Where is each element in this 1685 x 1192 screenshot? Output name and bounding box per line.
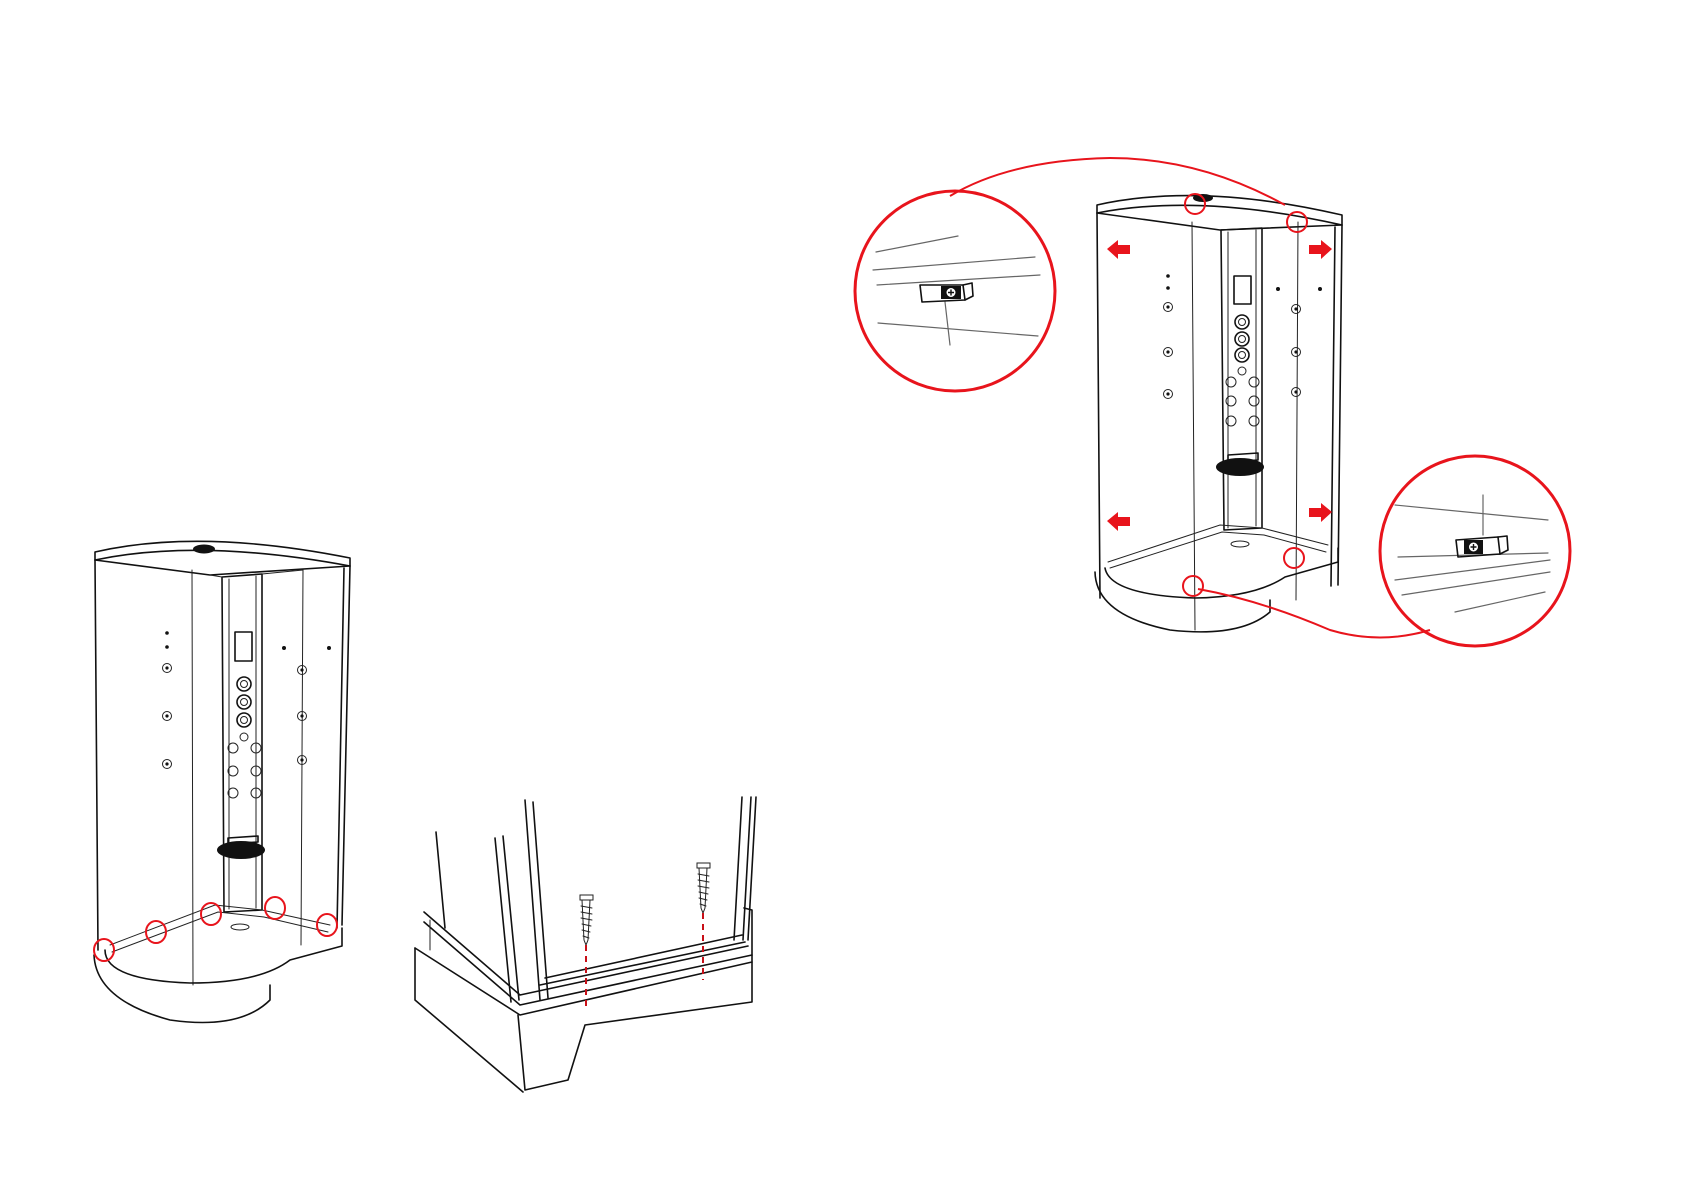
right-cabin-knob-icon [1235,348,1249,362]
left-cabin-tray-rim [105,928,342,983]
left-cabin-knob-icon [237,713,251,727]
clip-bracket-icon [1456,536,1508,557]
tray-screw-detail [415,797,756,1092]
left-cabin-tray-base [94,955,270,1023]
right-shower-cabin [950,158,1430,638]
left-cabin-door-seam [192,570,193,985]
zoom-top-clip [855,191,1055,391]
zoom-bottom-clip [1380,456,1570,646]
left-cabin-highlight-markers [94,897,337,961]
left-shower-cabin [94,541,350,1022]
right-cabin-drain-icon [1231,541,1249,547]
left-cabin-roof-inner [95,560,350,575]
right-cabin-jet-grid [1226,377,1259,426]
highlight-circle [146,921,166,943]
left-cabin-seat-icon [217,841,265,859]
left-cabin-display-icon [235,632,252,661]
left-cabin-knob-icon [237,695,251,709]
alignment-arrows [1107,240,1332,531]
bottom-zoom-connector [1198,589,1430,638]
left-cabin-top-vent-icon [193,545,215,554]
right-cabin-left-edge [1097,213,1100,598]
left-cabin-roof [95,541,350,566]
left-cabin-knob-icon [237,677,251,691]
highlight-circle [94,939,114,961]
clip-bracket-icon [920,283,973,302]
arrow-right-icon [1309,503,1332,522]
arrow-right-icon [1309,240,1332,259]
arrow-left-icon [1107,240,1130,259]
screw-icon [580,895,593,945]
right-cabin-knob-icon [1235,332,1249,346]
left-cabin-drain-icon [231,924,249,930]
highlight-circle [1183,576,1203,596]
right-cabin-roof [1097,196,1342,225]
right-cabin-seat-icon [1216,458,1264,476]
highlight-circle [317,914,337,936]
right-cabin-display-icon [1234,276,1251,304]
right-cabin-side-jets [1164,274,1323,398]
right-cabin-door-seam [1192,222,1195,630]
right-cabin-knob-icon [1235,315,1249,329]
screw-icon [697,863,710,913]
right-cabin-highlight-markers [1183,194,1307,596]
highlight-circle [1284,548,1304,568]
left-cabin-left-edge [95,560,98,950]
left-cabin-right-seam [301,570,303,945]
highlight-circle [1287,212,1307,232]
highlight-circle [265,897,285,919]
arrow-left-icon [1107,512,1130,531]
